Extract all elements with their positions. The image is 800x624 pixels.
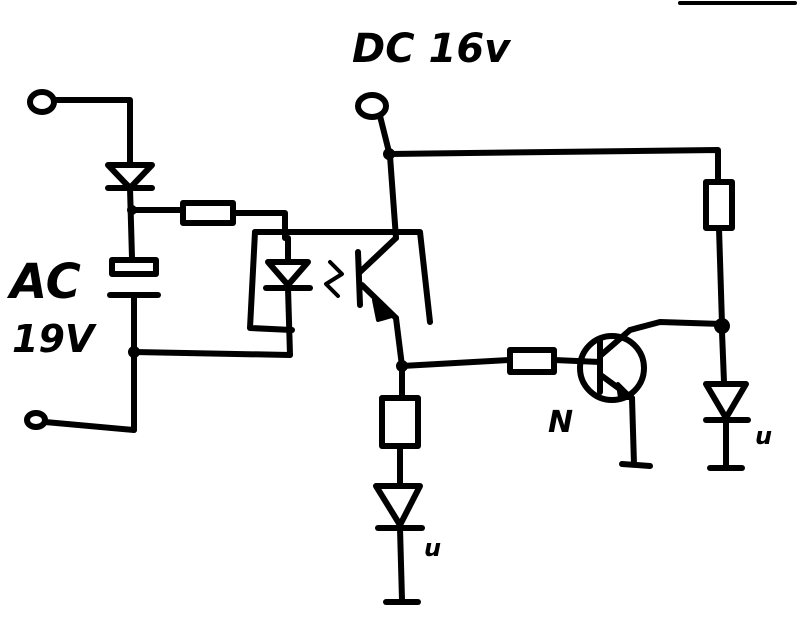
- led-2: [703, 381, 751, 423]
- led-mark-label-2: u: [755, 422, 772, 450]
- opto-light-arrow: [324, 260, 344, 298]
- wire-collector-up: [627, 319, 725, 333]
- wire-diode-down: [127, 185, 135, 261]
- wire-node-to-led2: [719, 329, 727, 385]
- wire-resistor-to-led2: [716, 225, 725, 327]
- wire-ac-bottom: [42, 419, 137, 433]
- wire-opto-return: [131, 349, 293, 358]
- wire-dc-rail-right: [386, 147, 721, 185]
- ac-label: AC: [6, 254, 81, 310]
- led-mark-label-1: u: [424, 534, 441, 562]
- smoothing-capacitor: [107, 257, 161, 298]
- wire-base-resistor-to-transistor: [551, 357, 603, 365]
- npn-transistor: [577, 327, 647, 403]
- wire-ac-top: [52, 97, 133, 168]
- dc-supply-label: DC 16v: [352, 26, 512, 72]
- ac-voltage-label: 19V: [12, 317, 97, 361]
- optocoupler-frame-left: [247, 229, 295, 333]
- wire-dc-down: [377, 113, 399, 241]
- ground-2: [619, 461, 653, 469]
- base-resistor: [507, 347, 557, 375]
- transistor-type-label: N: [548, 405, 573, 440]
- wire-emitter-to-base-resistor: [399, 357, 513, 369]
- collector-resistor: [703, 179, 735, 231]
- opto-phototransistor: [355, 235, 399, 322]
- wire-led1-to-ground: [397, 525, 405, 603]
- emitter-resistor: [379, 395, 421, 449]
- opto-frame-top: [252, 229, 433, 325]
- wire-emitter-down: [393, 315, 405, 401]
- ac-terminal-bottom: [24, 410, 48, 430]
- ac-terminal-top: [27, 89, 57, 115]
- wire-emitter-to-ground: [629, 395, 637, 467]
- rectifier-diode: [105, 162, 155, 191]
- opto-input-resistor: [180, 200, 236, 226]
- opto-led: [263, 235, 313, 358]
- dc-terminal: [355, 92, 389, 120]
- led-1: [373, 483, 425, 531]
